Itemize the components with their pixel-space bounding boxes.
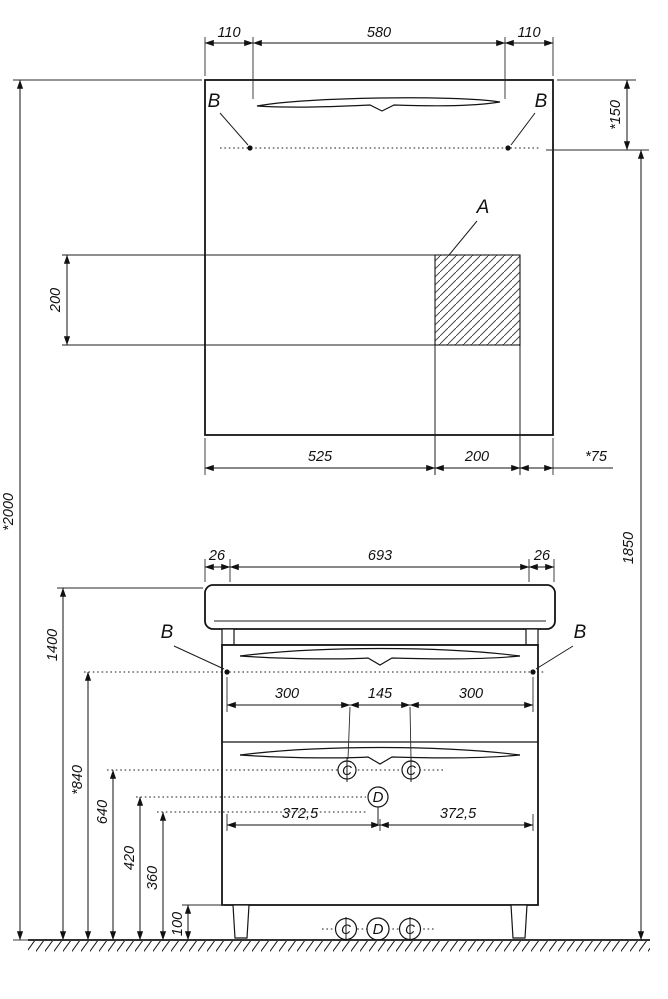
dim-label-145: 145	[368, 686, 393, 702]
marker-a-zone: A	[62, 197, 521, 475]
dim-band-height: 200	[48, 254, 71, 346]
dim-label-360: 360	[145, 866, 161, 890]
leader-line	[219, 112, 249, 146]
vanity-view: 26 693 26 B B 300	[84, 548, 587, 941]
dim-overall-height: *2000	[1, 79, 202, 941]
dim-label-100: 100	[170, 912, 186, 936]
leader-line	[510, 112, 536, 146]
marker-point	[505, 145, 511, 151]
dim-label-1850: 1850	[621, 532, 637, 564]
dim-label-150: *150	[608, 100, 624, 130]
dim-label-75: *75	[585, 449, 608, 465]
drawer-handle-bottom	[239, 746, 521, 756]
marker-label-c: C	[342, 763, 352, 778]
marker-label-a: A	[476, 197, 490, 218]
dim-connection-spacing: 300 145 300	[226, 677, 534, 760]
ground-hatch	[28, 941, 650, 952]
dim-label-2000: *2000	[1, 493, 17, 531]
height-dimensions: 1400 *840 640 420 360 100	[45, 587, 368, 941]
leader-line	[173, 645, 225, 670]
dim-label-200-bottom: 200	[464, 449, 489, 465]
dim-mirror-top: 110 580 110	[204, 25, 554, 99]
dim-label-110-left: 110	[217, 25, 240, 41]
dim-halves: 372,5 372,5	[226, 806, 534, 831]
drawer-handle-top-notch	[239, 655, 521, 666]
drawer-handle-top	[239, 647, 521, 657]
marker-label-c: C	[405, 922, 415, 937]
dim-label-580: 580	[367, 25, 391, 41]
drawer-handle-bottom-notch	[239, 754, 521, 765]
hatched-area	[434, 254, 521, 346]
dim-label-525: 525	[308, 449, 333, 465]
marker-label-d: D	[373, 921, 384, 938]
dim-label-26-right: 26	[533, 548, 551, 564]
marker-label-b: B	[574, 622, 587, 643]
mirror-view: 110 580 110 B B *150	[48, 25, 649, 475]
marker-d: D	[136, 786, 389, 824]
dim-lamp-height: *150	[546, 79, 649, 151]
washbasin-outline	[204, 584, 556, 630]
dim-label-300-left: 300	[275, 686, 299, 702]
dim-mirror-bottom: 525 200 *75	[204, 438, 613, 475]
cabinet-outline	[221, 644, 539, 906]
dim-label-372-left: 372,5	[282, 806, 319, 822]
marker-point	[247, 145, 253, 151]
leader-line	[448, 220, 478, 256]
mount-bracket-left	[221, 628, 235, 646]
dim-height-1850: 1850	[621, 149, 649, 941]
dim-label-300-right: 300	[459, 686, 483, 702]
marker-label-d: D	[373, 789, 384, 806]
marker-label-b: B	[161, 622, 174, 643]
mount-bracket-right	[525, 628, 539, 646]
marker-c-pair: C C	[107, 758, 445, 782]
marker-cdc-bottom: C D C	[322, 917, 434, 941]
marker-label-c: C	[341, 922, 351, 937]
marker-label-b: B	[208, 91, 221, 112]
dim-label-693: 693	[368, 548, 392, 564]
marker-b-mirror: B B	[208, 91, 548, 151]
ground	[28, 939, 650, 952]
marker-b-vanity: B B	[84, 622, 587, 675]
extension-line	[347, 706, 351, 760]
dim-label-200: 200	[48, 288, 64, 313]
marker-point	[530, 669, 536, 675]
dim-label-26-left: 26	[208, 548, 226, 564]
leg-right	[510, 904, 528, 939]
dim-label-640: 640	[95, 800, 111, 824]
dim-vanity-top: 26 693 26	[204, 548, 555, 582]
light-fixture	[256, 97, 501, 112]
dim-label-372-right: 372,5	[440, 806, 477, 822]
dim-label-110-right: 110	[517, 25, 540, 41]
leader-line	[535, 645, 574, 670]
marker-label-b: B	[535, 91, 548, 112]
dim-label-840: *840	[70, 765, 86, 795]
marker-label-c: C	[406, 763, 416, 778]
marker-point	[224, 669, 230, 675]
dim-label-420: 420	[122, 846, 138, 870]
leg-left	[232, 904, 250, 939]
extension-line	[409, 706, 412, 760]
dim-label-1400: 1400	[45, 629, 61, 661]
